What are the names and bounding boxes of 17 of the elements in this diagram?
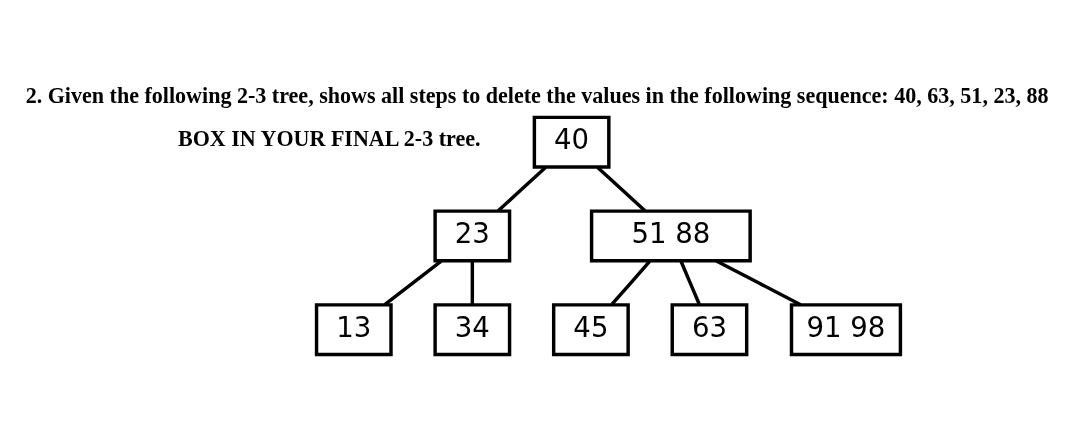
connector — [596, 166, 647, 213]
node-box: 13 — [314, 303, 393, 357]
connector — [470, 261, 475, 305]
diagram-title: 2. Given the following 2-3 tree, shows all steps to delete the values in the following sequence: 40, 63, 51, 23, 88 — [25, 83, 1049, 109]
node-box: 45 — [551, 303, 630, 357]
node-box: 51 88 — [589, 209, 752, 263]
connector — [679, 260, 701, 305]
node-box: 34 — [433, 303, 512, 357]
connector — [383, 259, 443, 306]
node-box: 63 — [670, 303, 749, 357]
node-box: 23 — [433, 209, 512, 263]
label: BOX IN YOUR FINAL 2-3 tree. — [178, 126, 481, 152]
connector — [715, 259, 802, 307]
node-box: 91 98 — [789, 303, 903, 357]
connector — [497, 166, 547, 213]
node-box: 40 — [532, 115, 611, 169]
connector — [610, 260, 652, 306]
